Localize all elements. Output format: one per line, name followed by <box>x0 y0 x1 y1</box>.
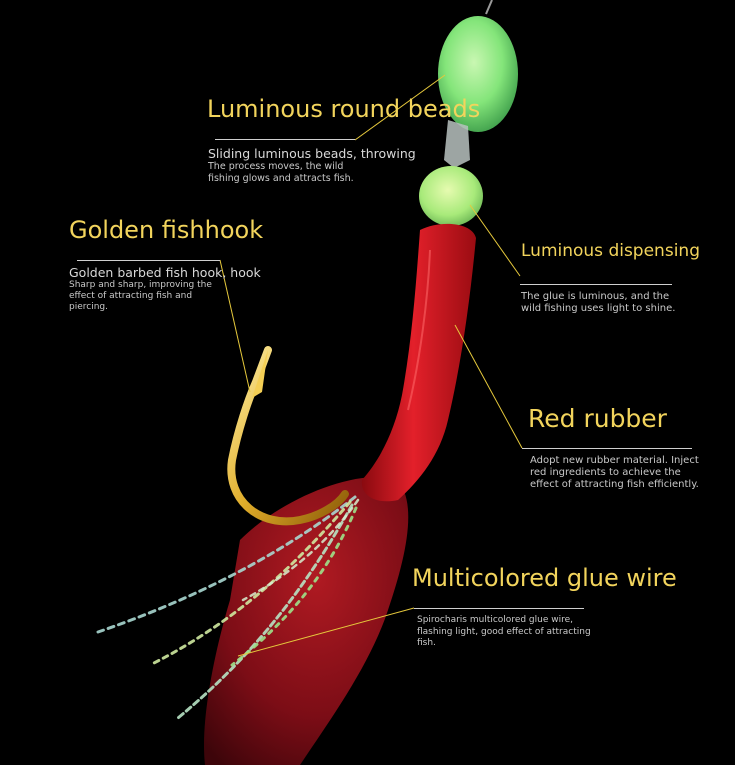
underline-rule <box>520 284 672 285</box>
callout-red-rubber-text: Adopt new rubber material. Inject red in… <box>530 455 699 491</box>
hook-barb <box>252 350 268 398</box>
callout-description: Adopt new rubber material. Inject red in… <box>530 455 699 490</box>
multicolored-glue-wires <box>96 495 360 720</box>
callout-description: Spirocharis multicolored glue wire, flas… <box>417 615 591 648</box>
callout-multicolored-wire-text: Spirocharis multicolored glue wire, flas… <box>417 615 591 650</box>
callout-title: Luminous round beads <box>207 95 481 123</box>
swivel-connector <box>444 120 470 168</box>
underline-rule <box>522 448 692 449</box>
callout-subtitle: Golden barbed fish hook, hook <box>69 265 261 280</box>
callout-description: The glue is luminous, and the wild fishi… <box>521 291 676 314</box>
callout-red-rubber: Red rubber <box>528 404 667 433</box>
underline-rule <box>215 139 355 140</box>
underline-rule <box>414 608 584 609</box>
luminous-round-bead <box>438 16 518 132</box>
fishing-line <box>485 0 493 15</box>
callout-luminous-dispensing-text: The glue is luminous, and the wild fishi… <box>521 291 675 315</box>
callout-luminous-beads-text: Sliding luminous beads, throwing The pro… <box>208 146 416 185</box>
callout-golden-fishhook: Golden fishhook <box>69 216 263 244</box>
callout-title: Multicolored glue wire <box>412 564 677 592</box>
red-rubber-skirt <box>204 476 409 765</box>
underline-rule <box>77 260 220 261</box>
callout-luminous-beads: Luminous round beads <box>207 95 480 123</box>
callout-luminous-dispensing: Luminous dispensing <box>521 241 700 261</box>
golden-fishhook <box>227 346 349 526</box>
callout-multicolored-wire: Multicolored glue wire <box>412 564 677 592</box>
leader-lines <box>219 74 523 657</box>
callout-golden-fishhook-text: Golden barbed fish hook, hook Sharp and … <box>69 265 261 313</box>
callout-description: The process moves, the wild fishing glow… <box>208 161 354 184</box>
callout-description: Sharp and sharp, improving the effect of… <box>69 280 212 312</box>
callout-title: Luminous dispensing <box>521 241 700 261</box>
red-rubber-body <box>361 223 476 502</box>
callout-title: Red rubber <box>528 404 667 433</box>
callout-title: Golden fishhook <box>69 216 264 244</box>
callout-subtitle: Sliding luminous beads, throwing <box>208 146 416 161</box>
rubber-highlight <box>407 249 431 411</box>
luminous-dispensing-head <box>419 166 483 226</box>
